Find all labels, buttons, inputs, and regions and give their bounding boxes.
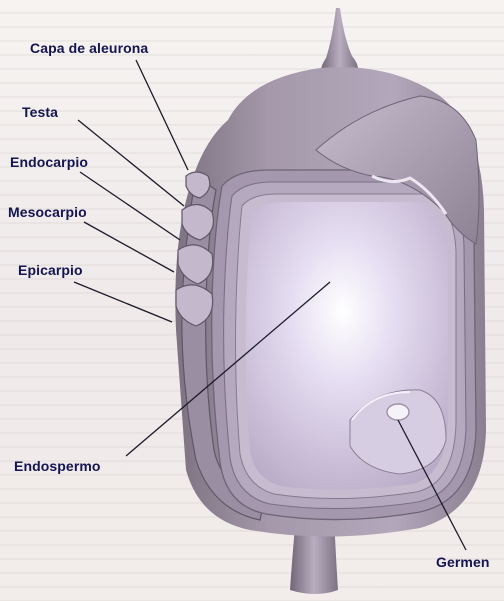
leader-epicarpio bbox=[74, 282, 172, 322]
label-epicarpio: Epicarpio bbox=[18, 262, 83, 278]
leader-mesocarpio bbox=[84, 222, 174, 272]
label-germen: Germen bbox=[436, 554, 490, 570]
leader-capa-de-aleurona bbox=[136, 60, 188, 170]
leader-endocarpio bbox=[80, 172, 180, 240]
label-endospermo: Endospermo bbox=[14, 458, 101, 474]
label-testa: Testa bbox=[22, 104, 58, 120]
label-endocarpio: Endocarpio bbox=[10, 154, 88, 170]
label-capa-de-aleurona: Capa de aleurona bbox=[30, 40, 148, 56]
label-mesocarpio: Mesocarpio bbox=[8, 204, 87, 220]
leader-testa bbox=[78, 120, 184, 206]
germ-center bbox=[387, 404, 409, 420]
